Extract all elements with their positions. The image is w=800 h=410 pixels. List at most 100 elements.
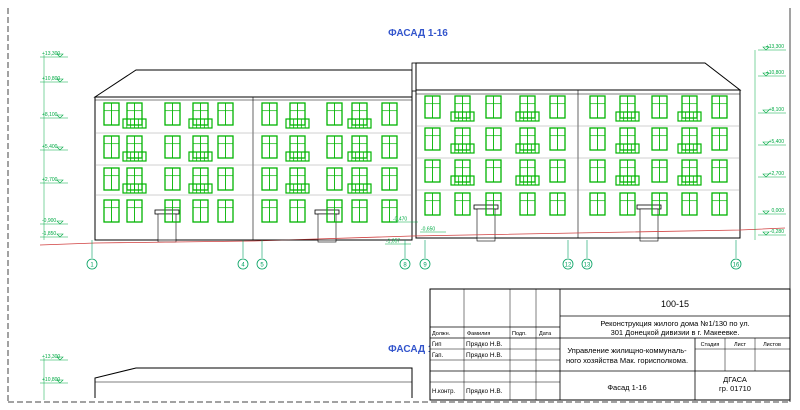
entrance-door (157, 213, 177, 243)
window (164, 167, 181, 191)
window (381, 102, 398, 126)
balcony (347, 151, 372, 162)
axis-bubble (562, 258, 574, 270)
window (651, 95, 668, 119)
level-label: -0,280 (770, 229, 784, 235)
window (289, 199, 306, 223)
axis-bubble (237, 258, 249, 270)
level-label: +10,800 (42, 377, 60, 383)
axis-bubble (730, 258, 742, 270)
window (549, 192, 566, 216)
stage-header: Стадия (701, 342, 720, 348)
org-line-1: Управление жилищно-коммуналь- (567, 346, 687, 355)
row-role-1: Гип (432, 342, 442, 348)
balcony (677, 111, 702, 122)
window (651, 127, 668, 151)
level-arrow (762, 173, 770, 178)
balcony (615, 175, 640, 186)
window (381, 135, 398, 159)
ground-line (39, 227, 786, 246)
window (589, 127, 606, 151)
level-mark: +13,300 (40, 51, 68, 58)
level-label: +8,100 (42, 112, 58, 118)
org-line-2: ного хозяйства Мак. горисполкома. (566, 356, 688, 365)
window (217, 199, 234, 223)
ground-slope (39, 227, 786, 246)
org-short: ДГАСА (723, 375, 747, 384)
window (103, 102, 120, 126)
project-line-1: Реконструкция жилого дома №1/130 по ул. (600, 319, 749, 328)
balcony (188, 151, 213, 162)
level-mark: +5,400 (758, 139, 786, 146)
window (711, 127, 728, 151)
entrance-door (639, 208, 659, 242)
level-label: -0,900 (42, 218, 56, 224)
entrance-canopy (636, 204, 662, 210)
level-arrow (762, 231, 770, 236)
mid-level-label: -1,057 (386, 239, 400, 245)
level-label: +10,800 (766, 70, 784, 76)
window (217, 102, 234, 126)
window (485, 95, 502, 119)
balcony (188, 183, 213, 194)
balcony (615, 111, 640, 122)
mid-level-marks: -0,470 -0,650 -1,057 (385, 217, 446, 245)
row-role-3: Н.контр. (432, 389, 455, 395)
second-facade-outline (94, 367, 413, 398)
window (424, 95, 441, 119)
level-mark: -0,900 (40, 218, 68, 225)
header-signature: Подп. (512, 331, 527, 337)
level-label: +13,300 (766, 44, 784, 50)
window (164, 199, 181, 223)
window (164, 102, 181, 126)
level-arrow (56, 356, 64, 361)
level-arrow (56, 220, 64, 225)
axis-bubble (581, 258, 593, 270)
balcony (285, 183, 310, 194)
level-arrow (56, 233, 64, 238)
window (217, 167, 234, 191)
header-position: Должн. (432, 331, 451, 337)
balcony (122, 118, 147, 129)
window (485, 127, 502, 151)
level-label: +2,700 (42, 177, 58, 183)
window (681, 192, 698, 216)
project-line-2: 301 Донецкой дивизии в г. Макеевке. (611, 328, 740, 337)
level-arrow (762, 210, 770, 215)
axis-bubble (399, 258, 411, 270)
axis-bubble (86, 258, 98, 270)
window (261, 167, 278, 191)
window-grid (103, 95, 728, 223)
level-arrow (762, 46, 770, 51)
axis-label: 13 (584, 263, 591, 269)
window (326, 199, 343, 223)
axis-label: 5 (260, 263, 264, 269)
left-level-marks: +13,300+10,800+8,100+5,400+2,700-0,900-1… (40, 51, 68, 240)
sheet-header: Лист (734, 342, 746, 348)
balcony (450, 175, 475, 186)
window (351, 199, 368, 223)
level-mark: +13,300 (758, 44, 786, 51)
level-arrow (56, 114, 64, 119)
balcony (515, 175, 540, 186)
level-mark: +2,700 (40, 177, 68, 184)
window (651, 159, 668, 183)
balcony (677, 175, 702, 186)
window (549, 127, 566, 151)
left-roof (93, 69, 413, 98)
parapet (411, 62, 417, 92)
level-label: 0,000 (771, 208, 784, 214)
balcony (285, 151, 310, 162)
level-arrow (56, 78, 64, 83)
balcony (515, 143, 540, 154)
level-arrow (762, 109, 770, 114)
level-mark: +2,700 (758, 171, 786, 178)
balcony (615, 143, 640, 154)
title-block: 100-15 Реконструкция жилого дома №1/130 … (429, 288, 791, 401)
window (711, 192, 728, 216)
level-mark: +10,800 (40, 377, 68, 384)
level-label: +10,800 (42, 76, 60, 82)
mid-level: -0,650 (420, 227, 446, 233)
mid-level-label: -0,470 (393, 217, 407, 223)
